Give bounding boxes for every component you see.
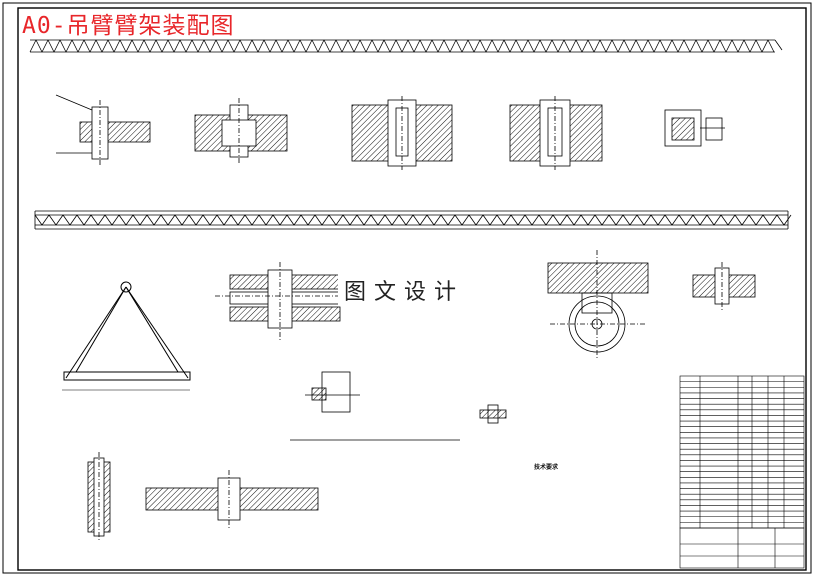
detail-view-5 xyxy=(664,109,725,147)
title-block xyxy=(679,527,805,569)
drawing-title: A0-吊臂臂架装配图 xyxy=(22,13,235,39)
detail-view-3 xyxy=(351,96,453,170)
small-pin-detail xyxy=(479,404,507,424)
bottom-beam-detail xyxy=(145,470,319,528)
inner-frame xyxy=(17,7,807,571)
vertical-stack-detail xyxy=(87,452,111,542)
middle-boom-plan xyxy=(34,210,792,230)
bracket-detail xyxy=(290,371,460,441)
notes-title: 技术要求 xyxy=(534,464,559,471)
detail-view-4 xyxy=(509,96,603,170)
detail-view-2 xyxy=(194,98,288,165)
parts-list-table xyxy=(679,375,805,529)
wheel-detail xyxy=(547,250,649,360)
triangle-cross-section xyxy=(62,281,191,391)
top-boom-elevation xyxy=(29,39,783,53)
pin-joint-detail xyxy=(215,262,345,340)
watermark: 图文设计 xyxy=(338,274,471,306)
right-small-detail xyxy=(692,262,756,312)
detail-view-1 xyxy=(55,94,151,165)
